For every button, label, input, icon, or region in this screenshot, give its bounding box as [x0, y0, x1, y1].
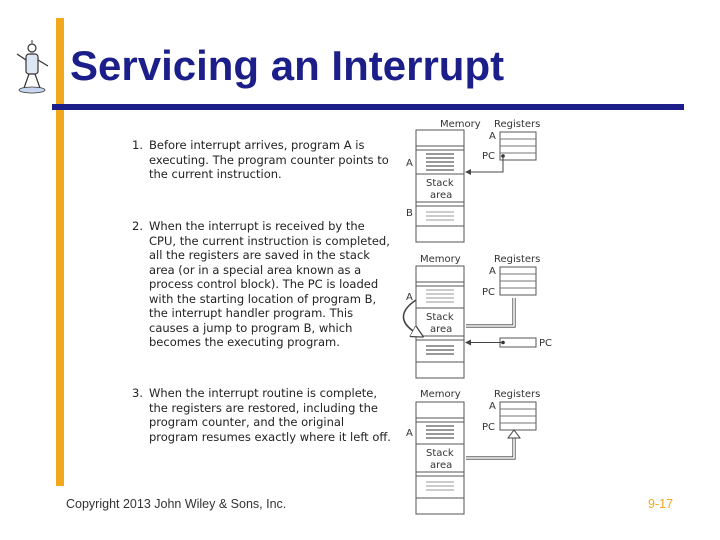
pc-label: PC — [482, 287, 495, 298]
page-number: 9-17 — [648, 497, 674, 511]
copyright-footer: Copyright 2013 John Wiley & Sons, Inc. — [66, 497, 287, 511]
register-a-label: A — [489, 401, 496, 412]
accent-vertical-bar — [56, 18, 64, 486]
memory-label: Memory — [420, 254, 461, 265]
pc-label: PC — [482, 422, 495, 433]
stack-area-label: Stack — [426, 448, 454, 459]
stack-area-label: Stack — [426, 178, 454, 189]
program-a-label: A — [406, 428, 413, 439]
mascot-logo-icon — [16, 40, 49, 94]
memory-label: Memory — [440, 119, 481, 130]
program-a-label: A — [406, 292, 413, 303]
title-underline — [52, 104, 684, 110]
register-a-label: A — [489, 266, 496, 277]
memory-block — [415, 129, 465, 243]
memory-label: Memory — [420, 389, 461, 400]
stack-area-label: area — [430, 324, 452, 335]
pc-outside-label: PC — [539, 338, 552, 349]
registers-label: Registers — [494, 119, 540, 130]
diagram-panel-1: Memory Registers Stack area A B A PC — [406, 119, 540, 243]
step-number: 3. — [132, 386, 143, 400]
memory-block — [415, 265, 465, 379]
stack-area-label: area — [430, 190, 452, 201]
pc-label: PC — [482, 151, 495, 162]
step-text: When the interrupt routine is complete, … — [149, 386, 391, 444]
slide-title: Servicing an Interrupt — [70, 42, 505, 89]
step-item: 2. When the interrupt is received by the… — [132, 219, 392, 350]
program-a-label: A — [406, 158, 413, 169]
interrupt-diagram: Memory Registers Stack area A B A PC Mem… — [402, 119, 552, 515]
step-text: When the interrupt is received by the CP… — [149, 219, 390, 349]
step-number: 1. — [132, 138, 143, 152]
stack-area-label: Stack — [426, 312, 454, 323]
diagram-panel-2: Memory Registers Stack area A A PC PC — [402, 254, 552, 379]
step-text: Before interrupt arrives, program A is e… — [149, 138, 389, 181]
registers-label: Registers — [494, 389, 540, 400]
register-a-label: A — [489, 131, 496, 142]
program-b-label: B — [406, 208, 413, 219]
stack-area-label: area — [430, 460, 452, 471]
step-item: 1. Before interrupt arrives, program A i… — [132, 138, 392, 182]
registers-label: Registers — [494, 254, 540, 265]
diagram-panel-3: Memory Registers Stack area A A PC — [406, 389, 540, 515]
step-item: 3. When the interrupt routine is complet… — [132, 386, 392, 444]
step-number: 2. — [132, 219, 143, 233]
memory-block — [415, 401, 465, 515]
